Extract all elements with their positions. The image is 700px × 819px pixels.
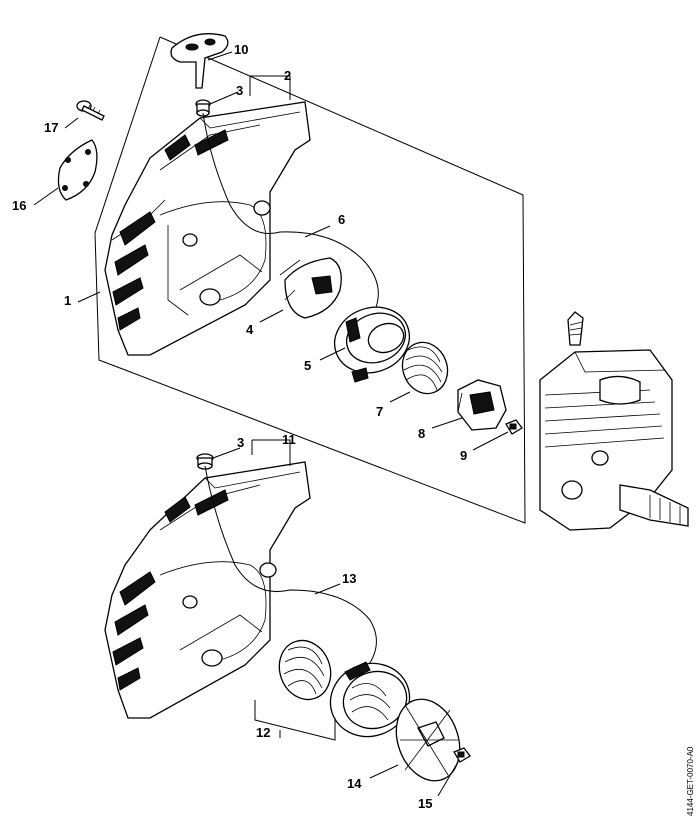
rope-rotor bbox=[334, 306, 410, 383]
callout-labels: 1 2 3 4 5 6 7 8 9 10 11 3 12 13 14 15 16… bbox=[12, 42, 467, 811]
spring-cover bbox=[457, 379, 507, 431]
lower-rope-rotor bbox=[329, 661, 411, 738]
callout-4: 4 bbox=[246, 322, 254, 337]
callout-1: 1 bbox=[64, 293, 71, 308]
callout-2: 2 bbox=[284, 68, 291, 83]
callout-8: 8 bbox=[418, 426, 425, 441]
callout-10: 10 bbox=[234, 42, 248, 57]
callout-3-lower: 3 bbox=[237, 435, 244, 450]
ratchet-disk bbox=[279, 257, 342, 319]
callout-11: 11 bbox=[282, 432, 296, 447]
callout-16: 16 bbox=[12, 198, 26, 213]
callout-9: 9 bbox=[460, 448, 467, 463]
upper-screw bbox=[76, 100, 105, 121]
document-code: 4144-GET-0070-A0 bbox=[686, 746, 695, 816]
rewind-spring bbox=[401, 341, 449, 395]
callout-6: 6 bbox=[338, 212, 345, 227]
washer-plate bbox=[57, 139, 98, 201]
upper-fan-housing bbox=[104, 101, 311, 356]
cover-screw bbox=[505, 419, 523, 435]
lower-spring-cover bbox=[395, 698, 461, 782]
callout-12: 12 bbox=[256, 725, 270, 740]
starter-grip bbox=[170, 33, 229, 89]
lower-rewind-spring bbox=[278, 639, 332, 701]
leader-lines bbox=[33, 51, 509, 797]
lower-cover-screw bbox=[453, 747, 471, 763]
lower-fan-housing bbox=[104, 461, 311, 719]
lower-housing-vents bbox=[112, 489, 229, 691]
callout-7: 7 bbox=[376, 404, 383, 419]
callout-13: 13 bbox=[342, 571, 356, 586]
callout-17: 17 bbox=[44, 120, 58, 135]
callout-15: 15 bbox=[418, 796, 432, 811]
lower-starter-rope bbox=[204, 465, 377, 671]
callout-5: 5 bbox=[304, 358, 311, 373]
assembly-frame bbox=[94, 36, 526, 524]
upper-housing-vents bbox=[112, 129, 229, 331]
engine-block bbox=[539, 311, 689, 531]
callout-14: 14 bbox=[347, 776, 362, 791]
callout-3-upper: 3 bbox=[236, 83, 243, 98]
